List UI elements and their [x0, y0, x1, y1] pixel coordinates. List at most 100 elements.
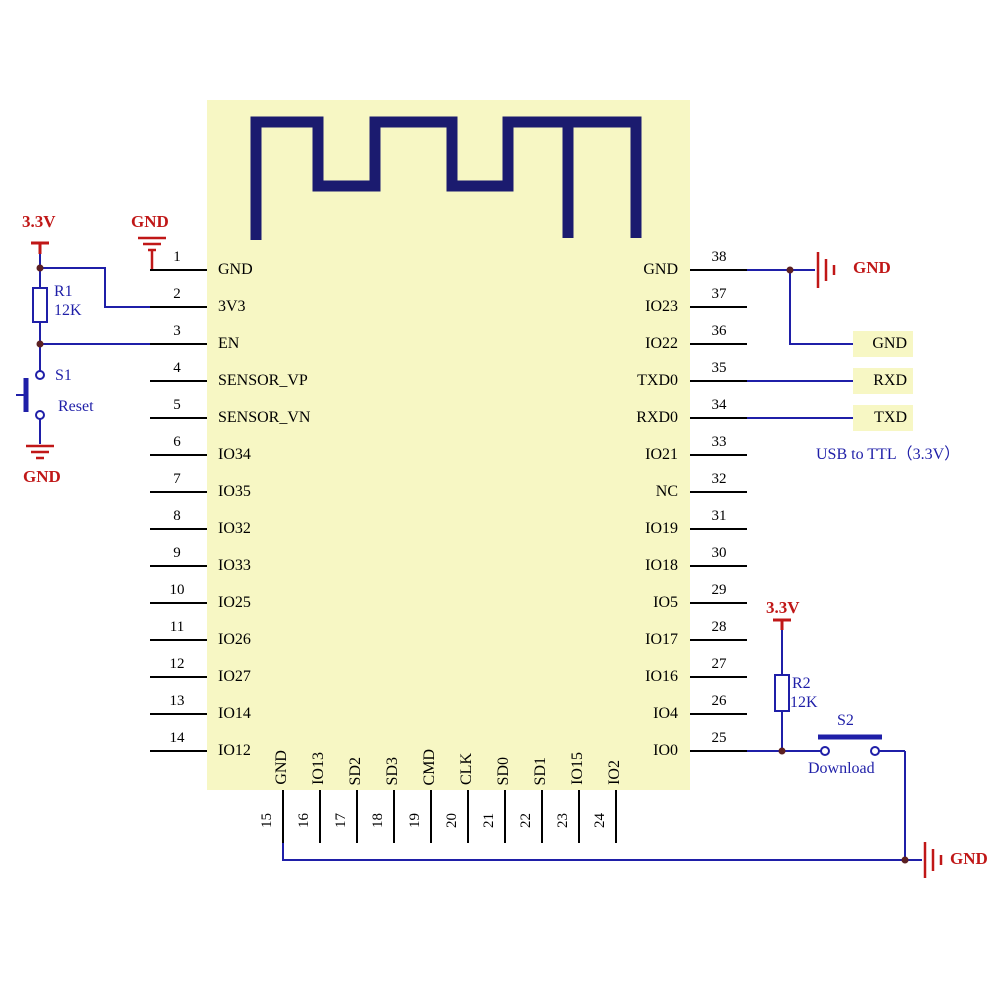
pin-number: 18 [370, 813, 386, 828]
pin-name: NC [655, 483, 678, 500]
pin-number: 33 [711, 434, 727, 450]
net-label-gnd-pin1: GND [131, 212, 169, 231]
pin-number: 27 [711, 656, 727, 672]
pin-line-right [690, 380, 747, 382]
pin-name: SENSOR_VN [218, 409, 311, 426]
pin-line-right [690, 528, 747, 530]
pin-line-left [150, 713, 207, 715]
pin-line-bottom [578, 790, 580, 843]
pin-line-bottom [282, 790, 284, 843]
r1-refdes-label: R1 [54, 283, 73, 300]
pin-line-left [150, 491, 207, 493]
pin-line-left [150, 417, 207, 419]
pin-name: IO25 [218, 594, 251, 611]
resistor-r2-symbol [774, 674, 790, 712]
pin-number: 15 [259, 813, 275, 828]
pin-number: 12 [169, 656, 185, 672]
usb-ttl-caption: USB to TTL（3.3V） [816, 446, 961, 463]
pin-number: 32 [711, 471, 727, 487]
pin-line-bottom [615, 790, 617, 843]
pin-number: 28 [711, 619, 727, 635]
pin-name: GND [643, 261, 678, 278]
pin-number: 17 [333, 813, 349, 828]
pin-name: IO17 [645, 631, 678, 648]
pin-line-left [150, 639, 207, 641]
pin-line-left [150, 528, 207, 530]
pin-number: 8 [173, 508, 181, 524]
r2-value-label: 12K [790, 694, 818, 711]
pin-number: 21 [481, 813, 497, 828]
pin-number: 38 [711, 249, 727, 265]
pin-name: IO2 [606, 760, 623, 785]
pin-name: GND [218, 261, 253, 278]
net-label-3v3-left: 3.3V [22, 212, 56, 231]
pin-name: IO21 [645, 446, 678, 463]
pin-name: IO23 [645, 298, 678, 315]
esp32-module-body [207, 100, 690, 790]
pin-number: 3 [173, 323, 181, 339]
pin-line-left [150, 380, 207, 382]
pin-line-bottom [319, 790, 321, 843]
pin-name: 3V3 [218, 298, 246, 315]
pin-line-right [690, 491, 747, 493]
pin-number: 13 [169, 693, 185, 709]
pin-line-right [690, 417, 747, 419]
pin-name: IO0 [653, 742, 678, 759]
pin-line-left [150, 306, 207, 308]
pin-name: IO16 [645, 668, 678, 685]
pin-name: SD3 [384, 756, 401, 785]
pin-line-right [690, 343, 747, 345]
pin-line-right [690, 602, 747, 604]
pin-line-right [690, 676, 747, 678]
pin-line-bottom [541, 790, 543, 843]
switch-s2-symbol [818, 734, 882, 756]
s2-function-label: Download [808, 760, 875, 777]
pin-number: 5 [173, 397, 181, 413]
net-label-gnd-bottom: GND [950, 849, 988, 868]
pin-name: GND [273, 750, 290, 785]
pin-number: 10 [169, 582, 185, 598]
resistor-r1-symbol [32, 287, 48, 323]
pin-number: 14 [169, 730, 185, 746]
pin-name: IO27 [218, 668, 251, 685]
pin-number: 1 [173, 249, 181, 265]
power-rail-symbols [31, 241, 791, 630]
pin-number: 23 [555, 813, 571, 828]
pin-number: 35 [711, 360, 727, 376]
pin-name: SD0 [495, 756, 512, 785]
pin-number: 30 [711, 545, 727, 561]
pin-line-left [150, 565, 207, 567]
pin-line-bottom [504, 790, 506, 843]
pin-name: IO34 [218, 446, 251, 463]
usb-ttl-txd-box: TXD [853, 405, 913, 431]
pin-name: SD2 [347, 756, 364, 785]
pin-name: CLK [458, 753, 475, 785]
pin-number: 19 [407, 813, 423, 828]
pin-line-bottom [393, 790, 395, 843]
pin-line-right [690, 269, 747, 271]
pin-name: TXD0 [637, 372, 678, 389]
pin-name: EN [218, 335, 240, 352]
pin-name: IO12 [218, 742, 251, 759]
pin-line-right [690, 639, 747, 641]
pin-number: 6 [173, 434, 181, 450]
s1-function-label: Reset [58, 398, 94, 415]
net-label-gnd-s1: GND [23, 467, 61, 486]
pin-line-bottom [430, 790, 432, 843]
pin-name: IO22 [645, 335, 678, 352]
pin-line-left [150, 343, 207, 345]
pin-line-right [690, 713, 747, 715]
pin-number: 24 [592, 813, 608, 828]
pin-number: 2 [173, 286, 181, 302]
junction-dots [36, 264, 909, 864]
pin-name: IO26 [218, 631, 251, 648]
pin-line-right [690, 750, 747, 752]
pin-number: 4 [173, 360, 181, 376]
pin-number: 29 [711, 582, 727, 598]
pin-line-left [150, 602, 207, 604]
s1-refdes-label: S1 [55, 367, 72, 384]
s2-refdes-label: S2 [837, 712, 854, 729]
pin-name: IO35 [218, 483, 251, 500]
